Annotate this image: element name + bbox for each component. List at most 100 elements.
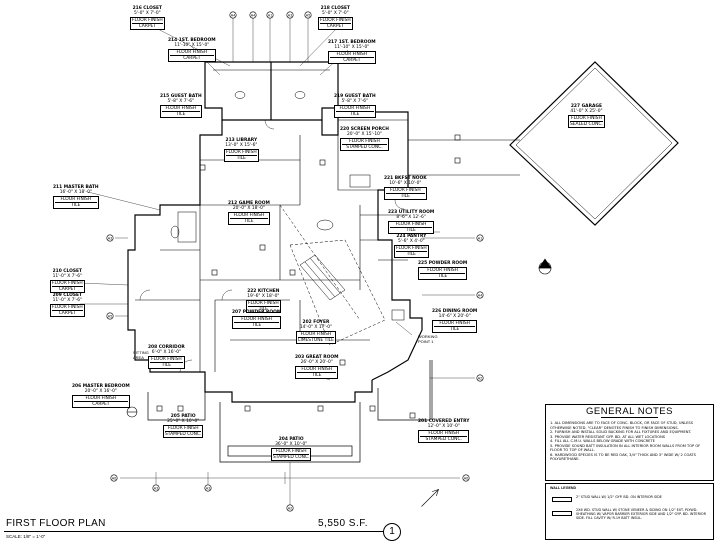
plan-title-rule	[4, 531, 384, 532]
floor-finish-label: FLOOR FINISH	[52, 304, 83, 310]
floor-finish-label: FLOOR FINISH	[165, 105, 197, 111]
marker-label: A2	[478, 376, 482, 380]
floor-finish-value: CARPET	[320, 22, 351, 29]
floor-finish-label: FLOOR FINISH	[427, 267, 458, 273]
floor-finish-label: FLOOR FINISH	[151, 356, 182, 362]
floor-finish-value: CARPET	[170, 54, 214, 61]
stone-veneer-wall-swatch	[552, 511, 572, 516]
room-dimensions: 5'-8" X 7'-6"	[167, 99, 195, 104]
marker-labels: A4 A4 A1 A3 A5 A3 A5 A1 A4 A2 A6 A6 A3 A…	[108, 13, 482, 510]
marker-label: A3	[108, 236, 112, 240]
floor-finish-value: TILE	[390, 226, 433, 233]
room-dimensions: 11'-10" X 15'-0"	[174, 43, 210, 48]
wall-legend-title: WALL LEGEND	[550, 486, 577, 490]
room-name: 215 GUEST BATH	[160, 94, 202, 99]
room-name: 206 MASTER BEDROOM	[72, 384, 130, 389]
marker-label: A3	[154, 486, 158, 490]
room-dimensions: 20'-0" X 15'-10"	[346, 132, 382, 137]
room-dimensions: 5'-8" X 7'-6"	[341, 99, 369, 104]
floor-finish-value: TILE	[55, 201, 97, 208]
marker-label: A4	[251, 13, 255, 17]
floor-finish-label: FLOOR FINISH	[428, 430, 460, 436]
room-name: 225 POWDER ROOM	[418, 261, 468, 266]
floor-finish-value: TILE	[230, 217, 268, 224]
section-markers	[126, 258, 552, 507]
room-name: 205 PATIO	[170, 414, 196, 419]
marker-label: A3	[206, 486, 210, 490]
room-name: 207 POWDER ROOM	[232, 310, 282, 315]
general-notes-panel: GENERAL NOTES 1. ALL DIMENSIONS ARE TO F…	[545, 404, 714, 481]
room-dimensions: 26'-0" X 20'-0"	[300, 360, 333, 365]
floor-finish-label: FLOOR FINISH	[396, 245, 427, 251]
room-dimensions: 11'-0" X 7'-6"	[52, 298, 83, 303]
room-name: 209 CLOSET	[52, 293, 83, 298]
floor-finish-label: FLOOR FINISH	[336, 51, 368, 57]
marker-label: A6	[112, 476, 116, 480]
floor-finish-label: FLOOR FINISH	[395, 221, 427, 227]
room-name: 217 1ST. BEDROOM	[328, 40, 376, 45]
working-point-label: WORKING POINT 1	[418, 334, 438, 344]
room-name: 210 CLOSET	[52, 269, 83, 274]
general-notes-underline	[601, 417, 658, 418]
room-name: 211 MASTER BATH	[53, 185, 99, 190]
room-name: 201 COVERED ENTRY	[418, 419, 470, 424]
sheet-number: 1	[389, 526, 395, 537]
room-name: 214 1ST. BEDROOM	[168, 38, 216, 43]
room-name: 219 GUEST BATH	[334, 94, 376, 99]
floor-finish-label: FLOOR FINISH	[275, 448, 307, 454]
room-dimensions: 5'-0" X 7'-0"	[134, 11, 161, 16]
floor-finish-label: FLOOR FINISH	[167, 425, 199, 431]
room-name: 212 GAME ROOM	[228, 201, 270, 206]
marker-label: A2	[288, 506, 292, 510]
room-name: 221 BKFST NOOK	[384, 176, 427, 181]
room-name: 226 DINING ROOM	[432, 309, 478, 314]
room-name: 222 KITCHEN	[247, 289, 280, 294]
marker-label: A5	[108, 314, 112, 318]
floor-finish-value: TILE	[396, 250, 427, 257]
room-name: 220 SCREEN PORCH	[340, 127, 389, 132]
wall-legend-item: 2X6 WD. STUD WALL W/ STONE VENEER & SIDI…	[576, 508, 706, 521]
floor-finish-value: STAMPED CONC.	[342, 143, 387, 150]
room-dimensions: 36'-0" X 10'-0"	[275, 442, 308, 447]
wall-legend-item: 2" STUD WALL W/ 1/2" GYP. BD. ON INTERIO…	[576, 495, 662, 499]
plan-scale: SCALE: 1/8" = 1'-0"	[6, 534, 46, 539]
general-note-item: 4. FILL ALL C.M.U. WALLS BELOW GRADE WIT…	[550, 439, 655, 443]
floor-finish-label: FLOOR FINISH	[339, 105, 371, 111]
north-arrow	[421, 489, 439, 507]
room-name: 218 CLOSET	[320, 6, 351, 11]
floor-finish-value: CARPET	[74, 400, 128, 407]
room-dimensions: 8'-6" X 12'-6"	[396, 215, 426, 220]
floor-finish-label: FLOOR FINISH	[226, 149, 257, 155]
sitting-area-label: SITTING AREA	[133, 350, 149, 360]
marker-label: A5	[306, 13, 310, 17]
room-name: 223 UTILITY ROOM	[388, 210, 435, 215]
floor-finish-value: TILE	[234, 321, 280, 328]
room-name: 227 GARAGE	[570, 104, 602, 109]
room-dimensions: 25'-0" X 10'-0"	[167, 419, 200, 424]
floor-finish-label: FLOOR FINISH	[132, 17, 163, 23]
wall-legend-panel: WALL LEGEND 2" STUD WALL W/ 1/2" GYP. BD…	[545, 483, 714, 540]
